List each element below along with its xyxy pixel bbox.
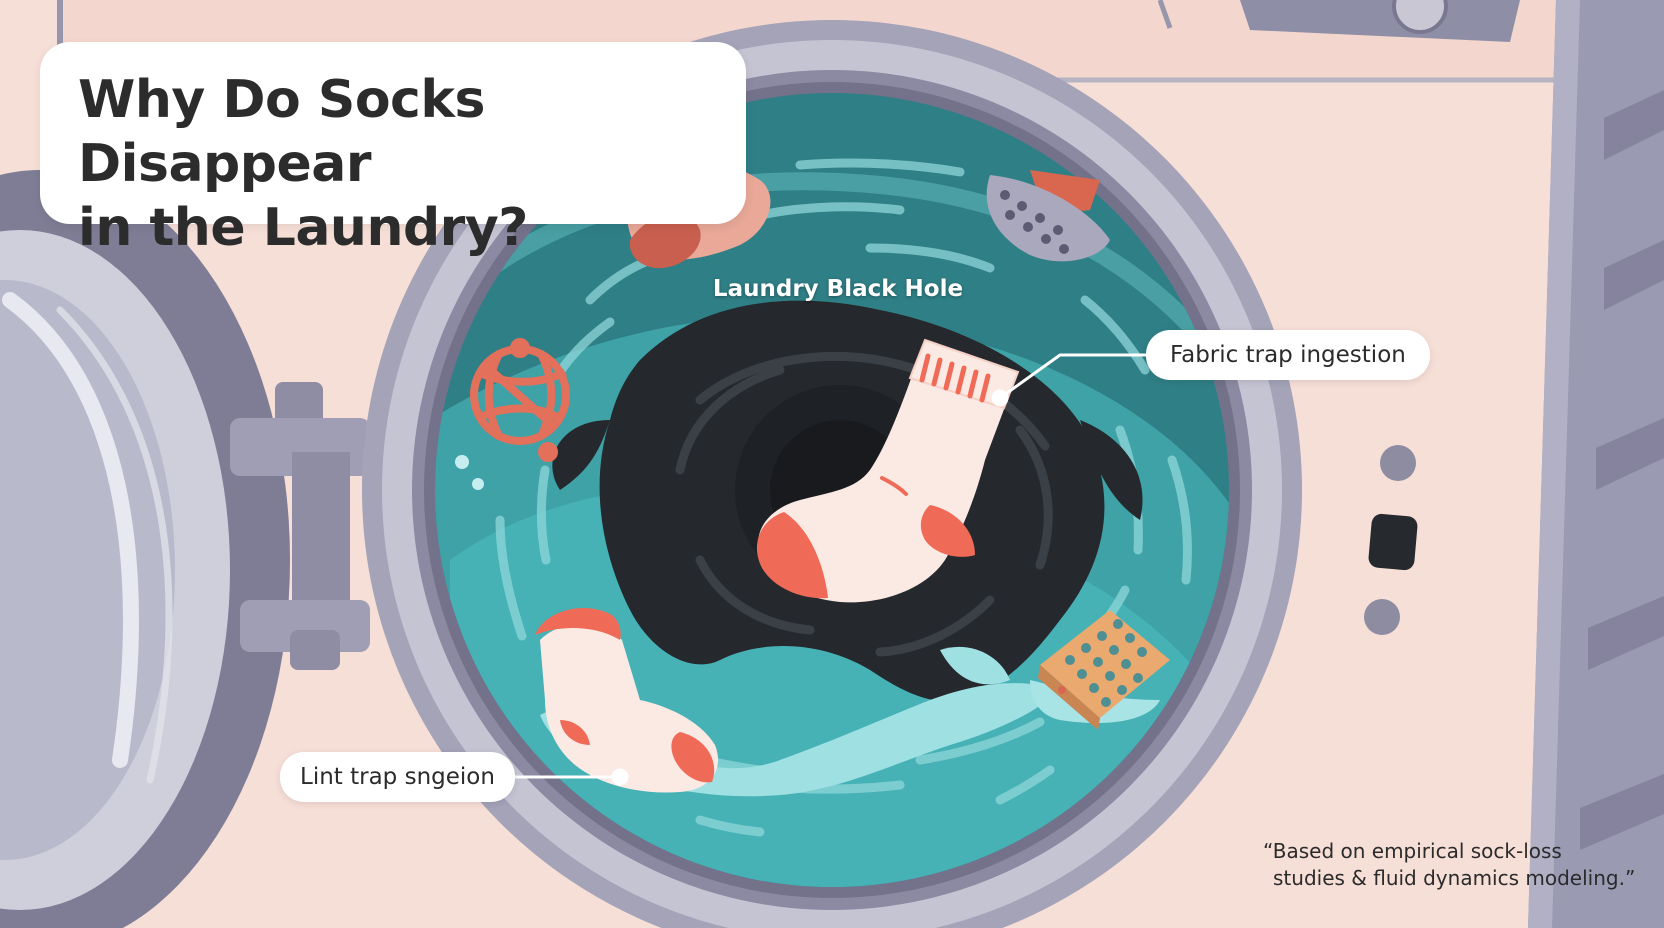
door-hinge — [230, 382, 370, 670]
callout-label: Lint trap sngeion — [300, 764, 495, 790]
brush-icon — [986, 170, 1110, 262]
machine-buttons — [1364, 445, 1418, 635]
side-panel — [1528, 0, 1664, 928]
sock-icon — [756, 338, 1020, 603]
title-line-1: Why Do Socks Disappear — [78, 70, 485, 194]
center-label: Laundry Black Hole — [712, 276, 964, 302]
callout-lint-trap: Lint trap sngeion — [280, 752, 515, 802]
page-title: Why Do Socks Disappear in the Laundry? — [78, 68, 716, 260]
footnote-line-2: studies & fluid dynamics modeling.” — [1273, 866, 1636, 890]
open-door — [0, 170, 290, 928]
title-line-2: in the Laundry? — [78, 198, 528, 258]
mesh-ball-icon — [470, 338, 570, 462]
sponge-icon — [1038, 610, 1170, 730]
callout-label: Fabric trap ingestion — [1170, 342, 1406, 368]
footnote: “Based on empirical sock-loss studies & … — [1263, 838, 1635, 892]
footnote-line-1: “Based on empirical sock-loss — [1263, 839, 1562, 863]
callout-fabric-trap: Fabric trap ingestion — [1146, 330, 1430, 380]
title-card: Why Do Socks Disappear in the Laundry? — [40, 42, 746, 258]
callout-leader-lines — [500, 353, 1146, 786]
sock-icon — [535, 607, 719, 793]
